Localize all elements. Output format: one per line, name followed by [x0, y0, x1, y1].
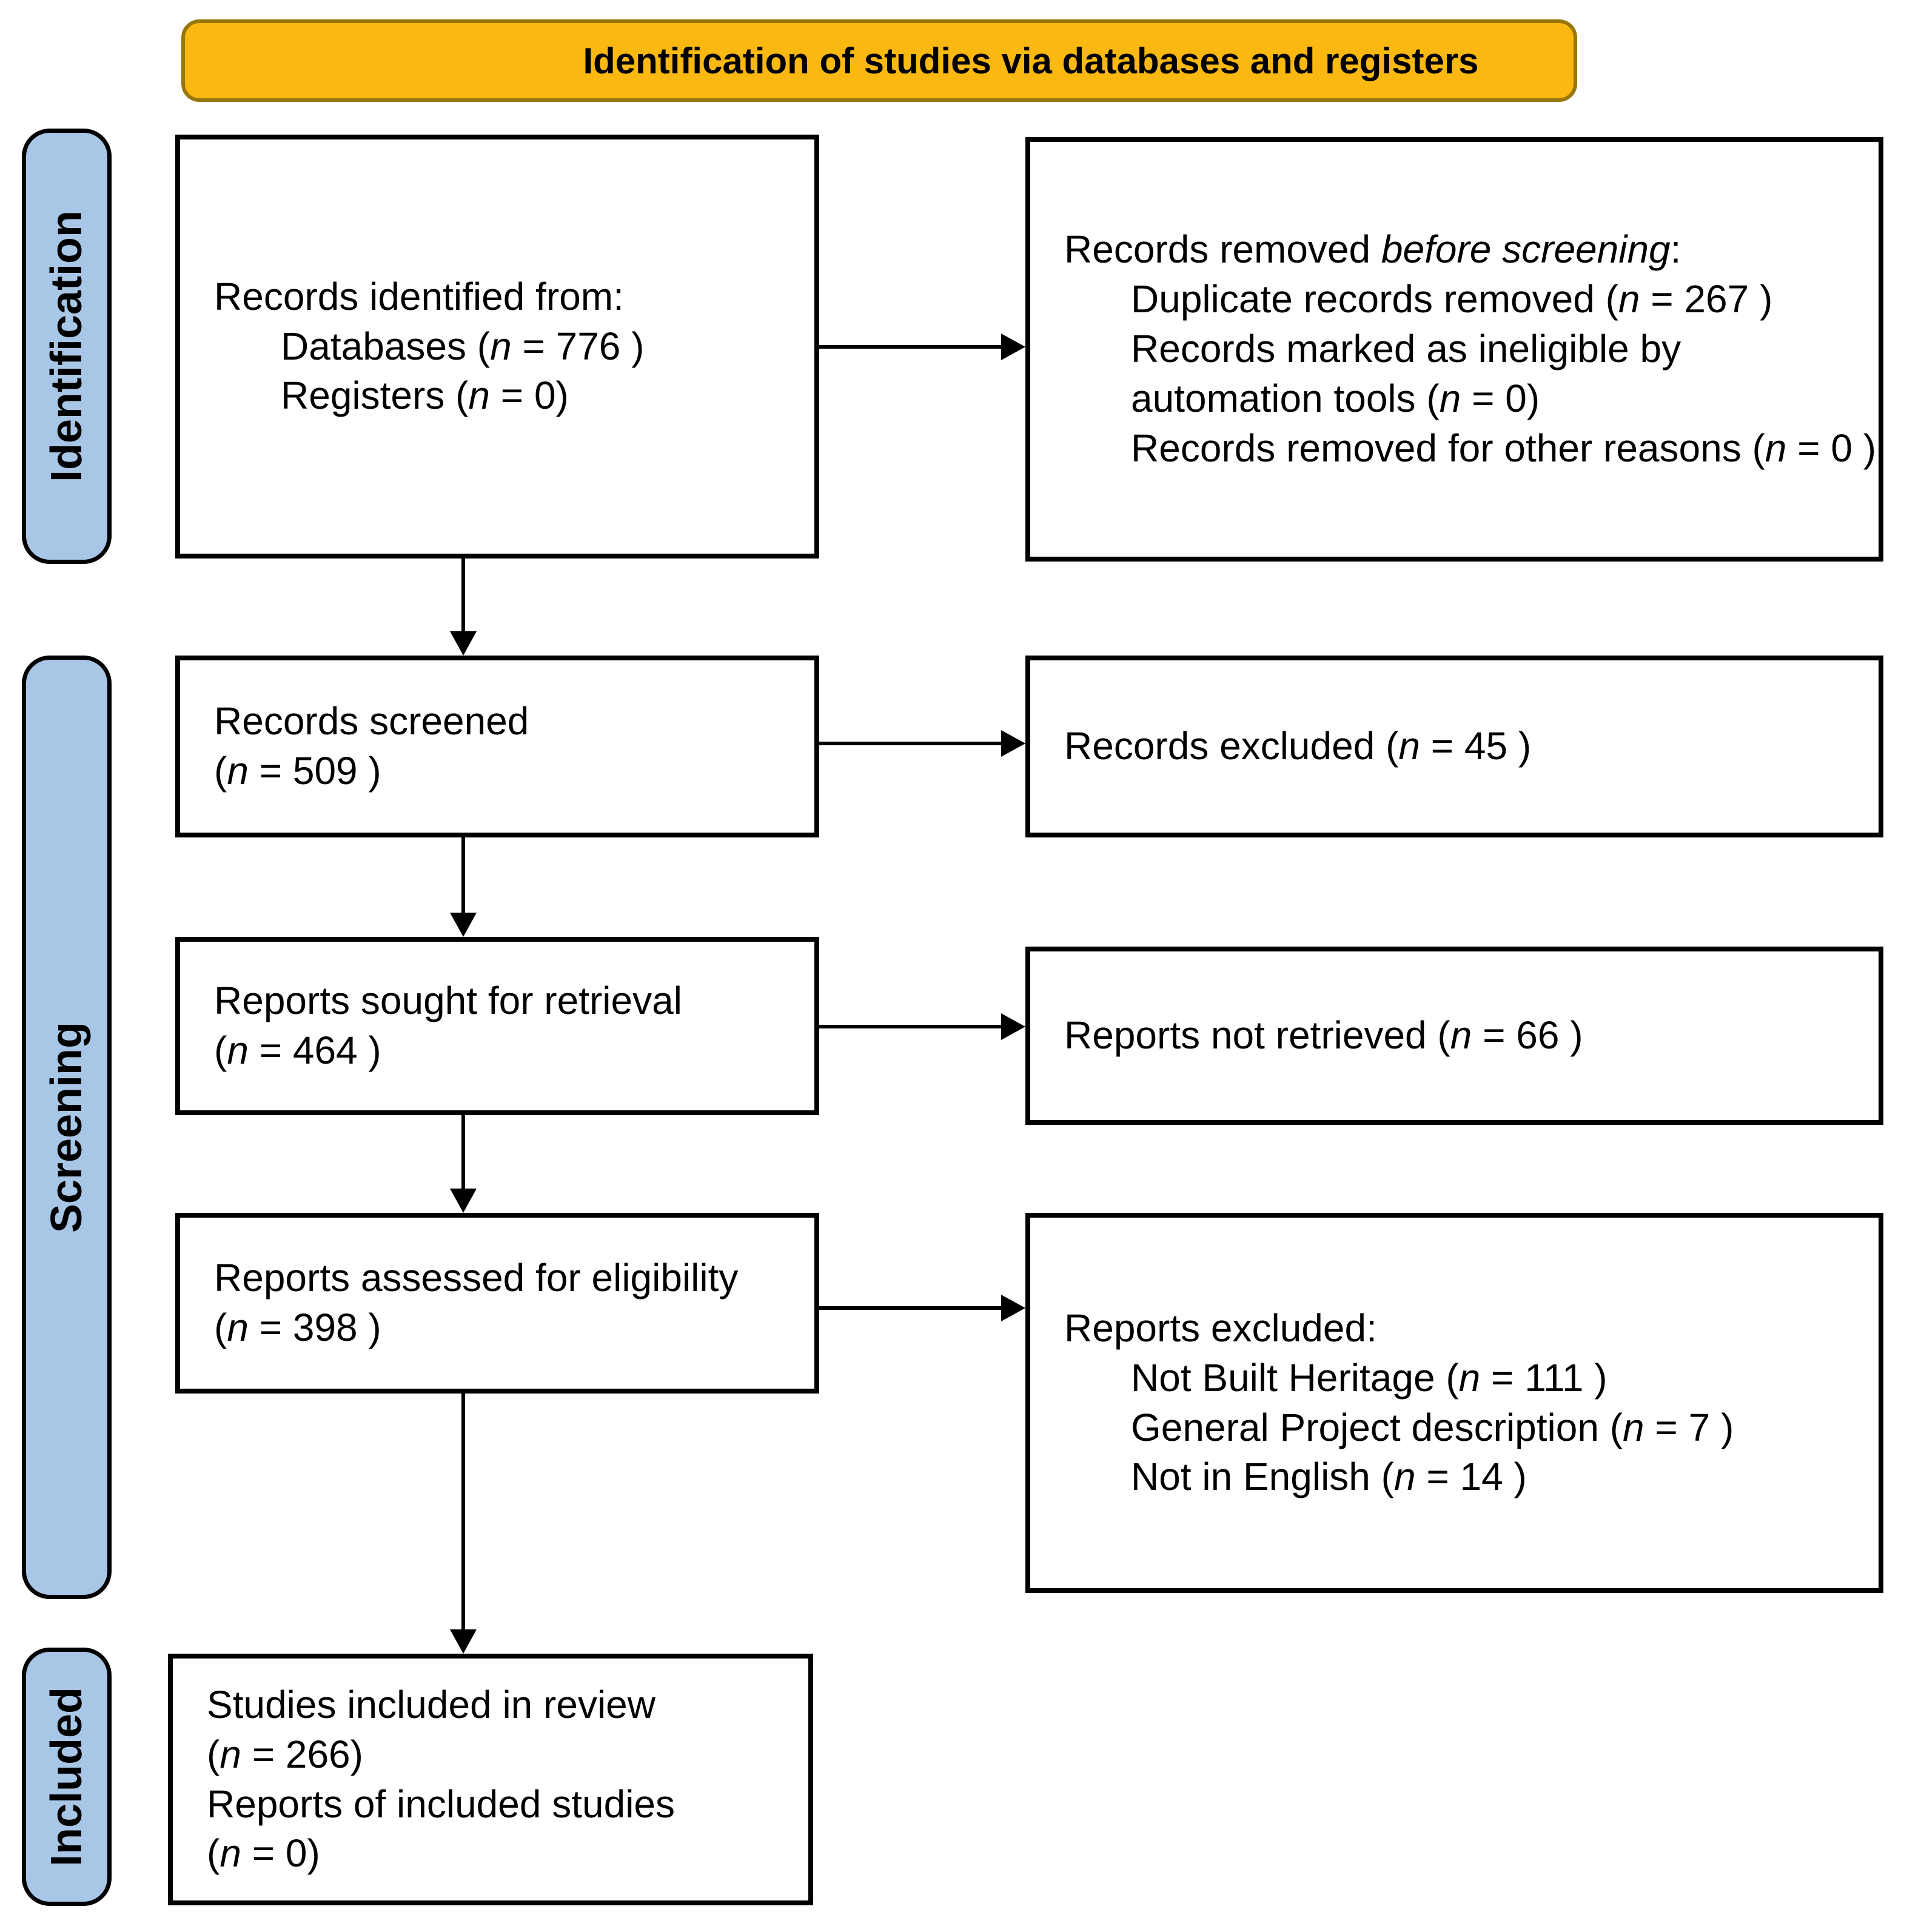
banner-title: Identification of studies via databases … — [583, 40, 1479, 81]
box-text-line: (n = 509 ) — [214, 749, 381, 793]
box-records-screened: Records screened (n = 509 ) — [175, 656, 819, 837]
box-records-identified: Records identified from: Databases (n = 7… — [175, 135, 819, 558]
stage-identification: Identification — [22, 129, 112, 564]
stage-included: Included — [22, 1648, 112, 1906]
box-text-line: Records excluded (n = 45 ) — [1064, 724, 1532, 768]
arrow-line — [461, 837, 465, 914]
box-reports-excluded: Reports excluded: Not Built Heritage (n =… — [1025, 1213, 1883, 1593]
box-text-line: Records screened — [214, 699, 529, 743]
arrow-line — [461, 1393, 465, 1631]
stage-identification-label: Identification — [42, 210, 91, 482]
box-text-line: Reports not retrieved (n = 66 ) — [1064, 1013, 1583, 1058]
stage-included-label: Included — [42, 1686, 91, 1867]
box-text-line: General Project description (n = 7 ) — [1131, 1405, 1734, 1449]
box-text-line: (n = 398 ) — [214, 1306, 381, 1349]
box-text-line: Records removed before screening: — [1064, 227, 1681, 272]
box-text-line: Reports assessed for eligibility — [214, 1256, 739, 1300]
box-text-line: Not in English (n = 14 ) — [1131, 1455, 1527, 1499]
box-reports-not-retrieved: Reports not retrieved (n = 66 ) — [1025, 947, 1883, 1125]
arrow-line — [818, 742, 1002, 745]
box-text-line: Reports sought for retrieval — [214, 979, 682, 1023]
arrow-head-icon — [450, 913, 477, 937]
arrow-line — [818, 345, 1002, 349]
box-text-line: Records identified from: — [214, 274, 624, 318]
arrow-head-icon — [1001, 1013, 1025, 1040]
box-reports-assessed: Reports assessed for eligibility (n = 398… — [175, 1213, 819, 1394]
arrow-head-icon — [450, 631, 477, 656]
box-studies-included: Studies included in review (n = 266) Repor… — [168, 1654, 813, 1905]
box-text-line: (n = 266) — [207, 1732, 363, 1776]
arrow-line — [461, 557, 465, 632]
box-text-line: Records removed for other reasons (n = 0… — [1131, 426, 1876, 470]
box-text-line: Databases (n = 776 ) — [281, 324, 645, 368]
box-text-line: (n = 0) — [207, 1831, 320, 1876]
box-text-line: Not Built Heritage (n = 111 ) — [1131, 1355, 1608, 1400]
box-records-excluded: Records excluded (n = 45 ) — [1025, 656, 1883, 837]
box-text-line: Reports of included studies — [207, 1782, 675, 1826]
arrow-head-icon — [1001, 1295, 1025, 1321]
box-reports-sought: Reports sought for retrieval (n = 464 ) — [175, 937, 819, 1115]
arrow-line — [818, 1025, 1002, 1028]
box-text-line: Reports excluded: — [1064, 1306, 1377, 1350]
arrow-head-icon — [450, 1629, 477, 1654]
box-records-removed: Records removed before screening: Duplica… — [1025, 137, 1883, 562]
box-text-line: automation tools (n = 0) — [1131, 376, 1540, 420]
arrow-head-icon — [450, 1189, 477, 1213]
arrow-head-icon — [1001, 730, 1025, 757]
box-text-line: Studies included in review — [207, 1682, 655, 1726]
stage-screening: Screening — [22, 656, 112, 1599]
box-text-line: Registers (n = 0) — [281, 374, 569, 418]
box-text-line: Duplicate records removed (n = 267 ) — [1131, 277, 1773, 321]
arrow-head-icon — [1001, 334, 1025, 360]
box-text-line: (n = 464 ) — [214, 1028, 381, 1072]
stage-screening-label: Screening — [42, 1021, 91, 1233]
arrow-line — [461, 1115, 465, 1190]
box-text-line: Records marked as ineligible by — [1131, 327, 1681, 371]
arrow-line — [818, 1306, 1002, 1310]
banner: Identification of studies via databases … — [181, 19, 1577, 102]
